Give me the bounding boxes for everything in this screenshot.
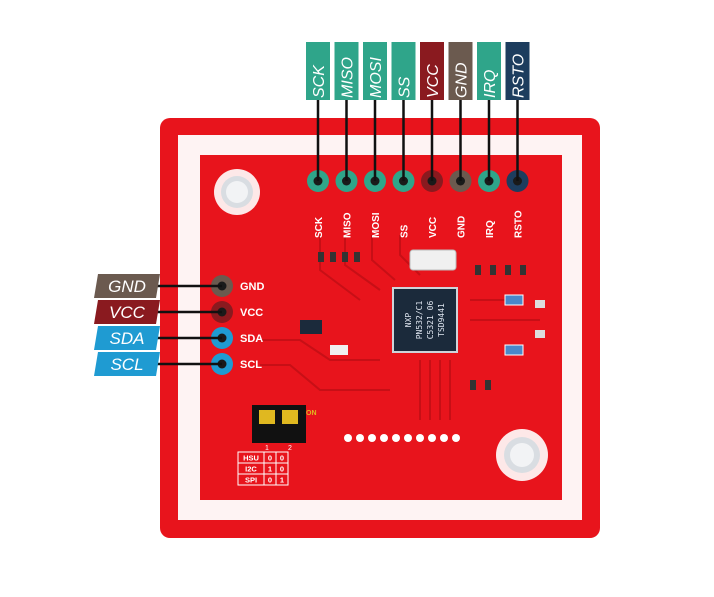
mode-table-text: 1 — [268, 465, 272, 474]
top-tag-label-rsto: RSTO — [511, 54, 528, 98]
top-silk-labels: SCK MISO MOSI SS VCC GND IRQ RSTO — [314, 210, 525, 238]
dip-switch-digit-2: 2 — [288, 445, 292, 452]
mounting-hole-bottom-right — [496, 429, 548, 481]
left-tag-gnd: GND — [94, 274, 160, 298]
silk-label-vcc: VCC — [428, 217, 439, 238]
mode-table-text: 0 — [268, 476, 272, 485]
tag-box — [94, 352, 160, 376]
top-tag-label-irq: IRQ — [482, 70, 499, 98]
tag-box — [448, 42, 473, 100]
tag-box — [505, 42, 530, 100]
smd-components — [300, 249, 545, 390]
chip-marking-line-4: TSD9441 — [437, 303, 446, 337]
dip-switch: ON 1 2 — [252, 405, 317, 452]
top-tag-sck: SCK — [306, 42, 330, 100]
mode-table-text: 0 — [280, 465, 284, 474]
top-tag-irq: IRQ — [477, 42, 501, 100]
top-tag-rsto: RSTO — [505, 42, 530, 100]
silk-label-rsto: RSTO — [514, 210, 525, 238]
top-tag-ss: SS — [391, 42, 416, 100]
left-tag-label-gnd: GND — [108, 277, 146, 296]
silk-label-left-scl: SCL — [240, 359, 262, 371]
mounting-hole-top-left — [214, 169, 260, 215]
mode-table-text: 1 — [280, 476, 284, 485]
tag-box — [334, 42, 359, 100]
mode-table-text: SPI — [245, 476, 257, 485]
top-tag-gnd: GND — [448, 42, 473, 100]
top-pin-tags: SCK MISO MOSI SS VCC GND IRQ RSTO — [306, 42, 530, 181]
tag-box — [391, 42, 416, 100]
top-tag-label-miso: MISO — [340, 57, 357, 98]
left-tag-label-vcc: VCC — [109, 303, 146, 322]
left-tag-label-sda: SDA — [110, 329, 145, 348]
tag-box — [477, 42, 501, 100]
top-tag-label-sck: SCK — [311, 64, 328, 98]
silk-label-sck: SCK — [314, 216, 325, 238]
chip-marking-line-2: PN532/C1 — [415, 301, 424, 340]
silk-label-miso: MISO — [343, 212, 354, 238]
left-tag-vcc: VCC — [94, 300, 160, 324]
pn532-chip: NXP PN532/C1 C5321 06 TSD9441 — [392, 287, 458, 353]
silk-label-mosi: MOSI — [371, 212, 382, 238]
top-tag-miso: MISO — [334, 42, 359, 100]
tag-box — [94, 326, 160, 350]
left-pin-tags: GND VCC SDA SCL — [94, 274, 222, 376]
silk-label-ss: SS — [400, 224, 411, 238]
silk-label-left-vcc: VCC — [240, 307, 263, 319]
top-tag-mosi: MOSI — [363, 42, 387, 100]
mode-table-text: I2C — [245, 465, 257, 474]
mode-table-cell — [275, 473, 289, 486]
tag-box — [94, 274, 160, 298]
silk-label-gnd: GND — [457, 216, 468, 238]
chip-marking-line-1: NXP — [404, 313, 413, 328]
silk-label-irq: IRQ — [485, 220, 496, 238]
top-tag-label-ss: SS — [397, 76, 414, 98]
mode-table-text: 0 — [280, 454, 284, 463]
top-tag-label-vcc: VCC — [425, 64, 442, 98]
tag-box — [420, 42, 444, 100]
dip-switch-digit-1: 1 — [265, 445, 269, 452]
silk-label-left-gnd: GND — [240, 281, 265, 293]
top-tag-label-gnd: GND — [454, 62, 471, 98]
tag-box — [306, 42, 330, 100]
left-tag-label-scl: SCL — [110, 355, 143, 374]
pcb-traces — [260, 235, 540, 420]
mode-table-text: HSU — [243, 454, 259, 463]
left-tag-scl: SCL — [94, 352, 160, 376]
top-tag-label-mosi: MOSI — [368, 57, 385, 98]
tag-box — [94, 300, 160, 324]
chip-marking-line-3: C5321 06 — [426, 301, 435, 340]
left-tag-sda: SDA — [94, 326, 160, 350]
silk-label-left-sda: SDA — [240, 333, 263, 345]
pad-row — [344, 434, 460, 442]
mode-table-text: 0 — [268, 454, 272, 463]
dip-switch-on-label: ON — [306, 410, 317, 417]
tag-box — [363, 42, 387, 100]
top-tag-vcc: VCC — [420, 42, 444, 100]
